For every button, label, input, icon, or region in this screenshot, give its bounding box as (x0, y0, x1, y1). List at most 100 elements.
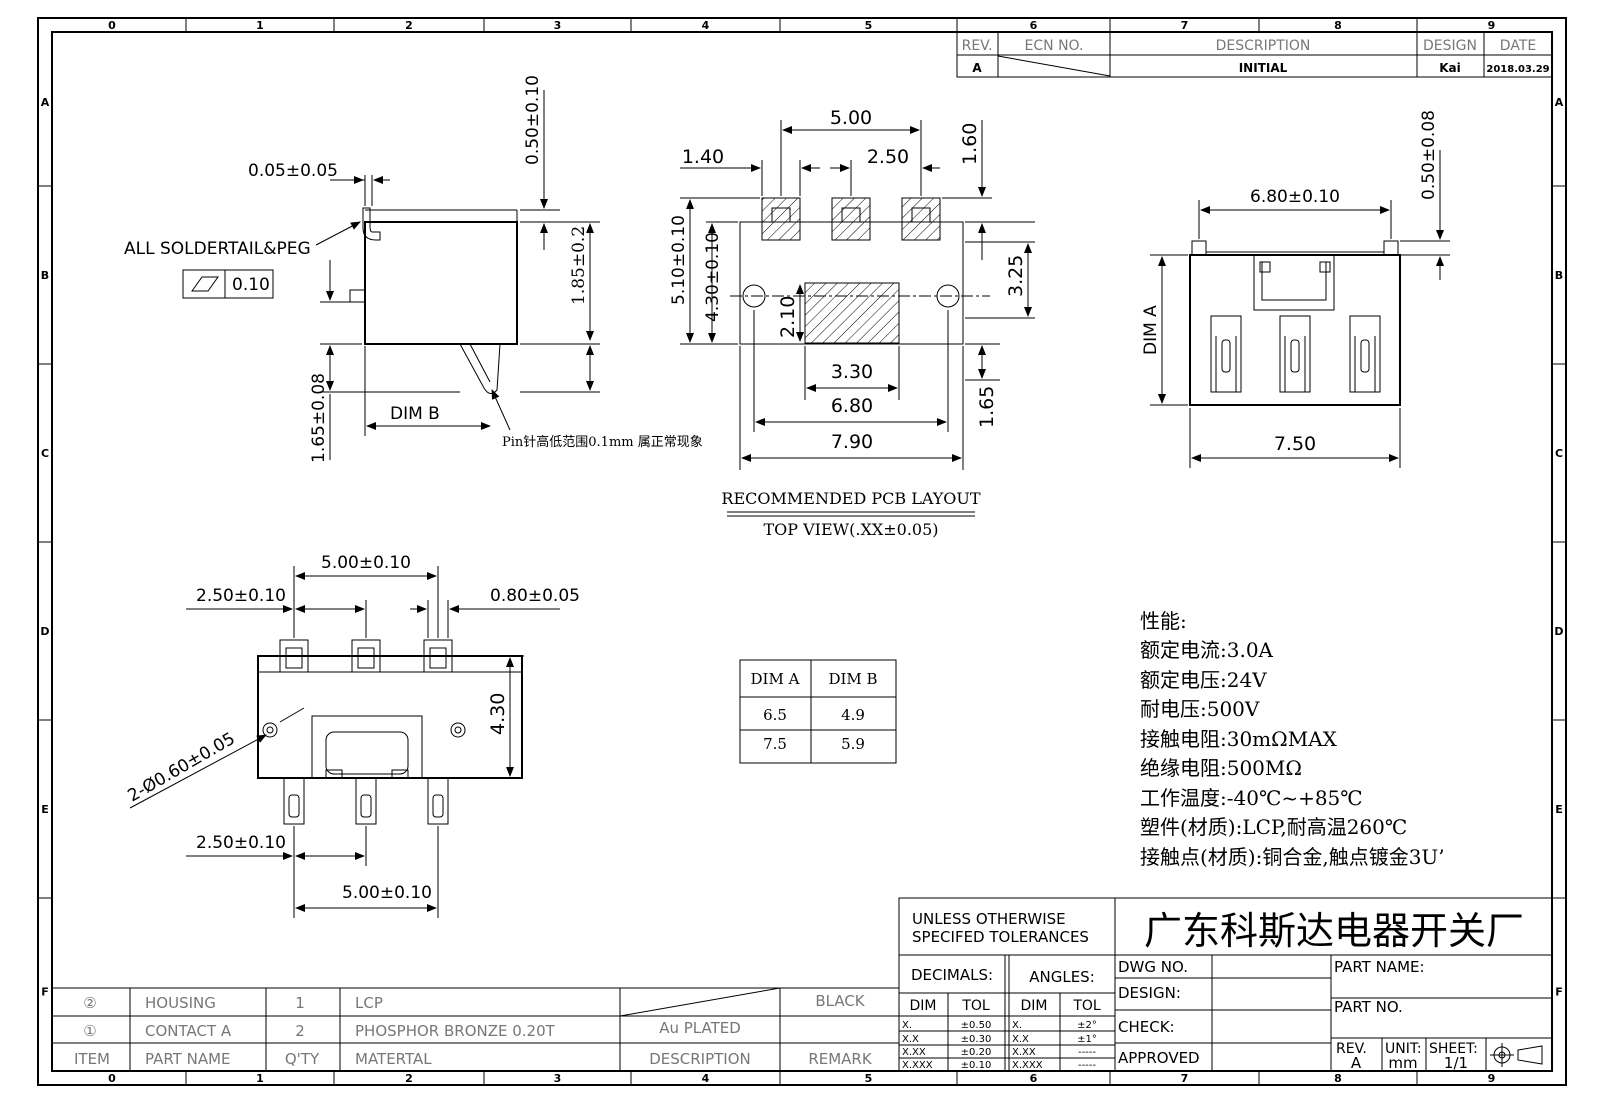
sheet-label: SHEET: (1429, 1041, 1478, 1057)
third-angle-projection-icon (1490, 1043, 1543, 1067)
pcb-dim-165: 1.65 (976, 386, 998, 428)
flatness-icon (191, 276, 219, 292)
flatness-frame (182, 269, 274, 299)
bottom-hole-right (450, 722, 466, 738)
unit-label: UNIT: (1385, 1041, 1422, 1057)
dim-pin-height-label: 1.65±0.08 (309, 373, 329, 463)
zone-label: 5 (865, 19, 873, 32)
spec-line: 接触点(材质):铜合金,触点镀金3U’ (1140, 845, 1445, 869)
spec-line: 额定电流:3.0A (1140, 638, 1274, 662)
zone-label: 8 (1334, 19, 1342, 32)
pcb-hole-left (742, 284, 766, 308)
bottom-dim-pin-width: 0.80±0.05 (490, 586, 580, 606)
bottom-hole-left (262, 722, 278, 738)
bom-header-remark: REMARK (808, 1050, 873, 1068)
spec-line: 工作温度:-40℃~+85℃ (1140, 786, 1363, 810)
zone-label: A (41, 96, 50, 109)
specs-title: 性能: (1140, 609, 1187, 633)
zone-label: 1 (256, 1072, 264, 1085)
tol-cell: ----- (1078, 1047, 1096, 1058)
date-value: 2018.03.29 (1486, 64, 1549, 75)
dim-height-label: 1.85±0.2 (569, 226, 589, 305)
company-name: 广东科斯达电器开关厂 (1144, 909, 1524, 953)
bottom-top-pin-3 (423, 639, 453, 673)
pcb-layout-title: RECOMMENDED PCB LAYOUT (721, 489, 981, 508)
tol-cell: X. (902, 1020, 912, 1031)
rev-value: A (1351, 1054, 1362, 1072)
date-header: DATE (1500, 38, 1536, 54)
design-value: Kai (1439, 61, 1461, 75)
tol-cell: ±0.50 (961, 1020, 992, 1031)
tol-title-1: UNLESS OTHERWISE (912, 910, 1066, 928)
zone-label: A (1555, 96, 1564, 109)
tol-dim-header-angle: DIM (1021, 998, 1048, 1014)
pcb-dim-325: 3.25 (1005, 255, 1027, 297)
tol-cell: X.XXX (902, 1060, 933, 1071)
tol-cell: X.XX (902, 1047, 926, 1058)
pcb-pad-1 (761, 197, 801, 241)
zone-label: 0 (108, 1072, 116, 1085)
tol-cell: ±1° (1077, 1034, 1097, 1045)
tol-cell: ±0.30 (961, 1034, 992, 1045)
bom-header-description: DESCRIPTION (649, 1050, 751, 1068)
dim-table: DIM A DIM B 6.5 4.9 7.5 5.9 (739, 659, 897, 764)
flatness-value: 0.10 (232, 275, 270, 295)
dim-table-header-a: DIM A (751, 670, 800, 688)
tol-cell: X.XX (1012, 1047, 1036, 1058)
bom-item: ① (83, 1022, 96, 1040)
zone-label: 5 (865, 1072, 873, 1085)
pcb-dim-500: 5.00 (830, 107, 872, 129)
tol-tol-header-angle: TOL (1072, 998, 1101, 1014)
bom-header-part-name: PART NAME (145, 1050, 231, 1068)
bom-qty: 1 (295, 994, 305, 1012)
dim-table-cell: 4.9 (841, 706, 865, 724)
description-value: INITIAL (1239, 61, 1288, 75)
pcb-center-pad (804, 282, 900, 344)
front-contact-1 (1210, 315, 1242, 393)
bottom-dim-pitch: 2.50±0.10 (196, 586, 286, 606)
spec-line: 额定电压:24V (1140, 668, 1267, 692)
part-no-label: PART NO. (1334, 998, 1403, 1016)
zone-label: 7 (1181, 19, 1189, 32)
revision-block: REV. ECN NO. DESCRIPTION DESIGN DATE A I… (956, 31, 1553, 78)
zone-label: 2 (405, 19, 413, 32)
bottom-top-pin-2 (351, 639, 381, 673)
check-label: CHECK: (1118, 1018, 1175, 1036)
zone-label: F (1555, 986, 1563, 999)
zone-label: E (1555, 803, 1563, 816)
tol-cell: ±0.20 (961, 1047, 992, 1058)
dim-table-cell: 7.5 (763, 735, 787, 753)
zone-label: F (41, 986, 49, 999)
front-contact-3 (1349, 315, 1381, 393)
bottom-view: 5.00±0.10 2.50±0.10 0.80±0.05 2-Ø0.60±0.… (125, 553, 580, 918)
zone-label: 2 (405, 1072, 413, 1085)
ecn-header: ECN NO. (1025, 38, 1084, 54)
soldertail-note: ALL SOLDERTAIL&PEG (124, 239, 311, 259)
pcb-dim-330: 3.30 (831, 361, 873, 383)
zone-label: D (40, 625, 49, 638)
pcb-layout-subtitle: TOP VIEW(.XX±0.05) (763, 520, 938, 539)
zone-label: 3 (554, 1072, 562, 1085)
bom-part-name: HOUSING (145, 994, 216, 1012)
dim-table-cell: 6.5 (763, 706, 787, 724)
dim-top-thickness-label: 0.50±0.10 (523, 75, 543, 165)
front-dim-top: 0.50±0.08 (1419, 110, 1439, 200)
zone-label: 0 (108, 19, 116, 32)
dwg-no-label: DWG NO. (1118, 958, 1188, 976)
dim-table-header-b: DIM B (828, 670, 877, 688)
tol-cell: ----- (1078, 1060, 1096, 1071)
rev-header: REV. (962, 38, 993, 54)
tol-cell: X.X (1012, 1034, 1029, 1045)
dim-b-label: DIM B (390, 404, 440, 424)
zone-label: C (41, 447, 49, 460)
zone-label: 9 (1488, 1072, 1496, 1085)
bom-description: Au PLATED (659, 1019, 741, 1037)
bom-qty: 2 (295, 1022, 305, 1040)
tol-cell: ±0.10 (961, 1060, 992, 1071)
bottom-dim-pitch-bottom: 2.50±0.10 (196, 833, 286, 853)
pcb-dim-140: 1.40 (682, 146, 724, 168)
front-view: 6.80±0.10 0.50±0.08 DIM A 7.50 (1141, 110, 1450, 468)
